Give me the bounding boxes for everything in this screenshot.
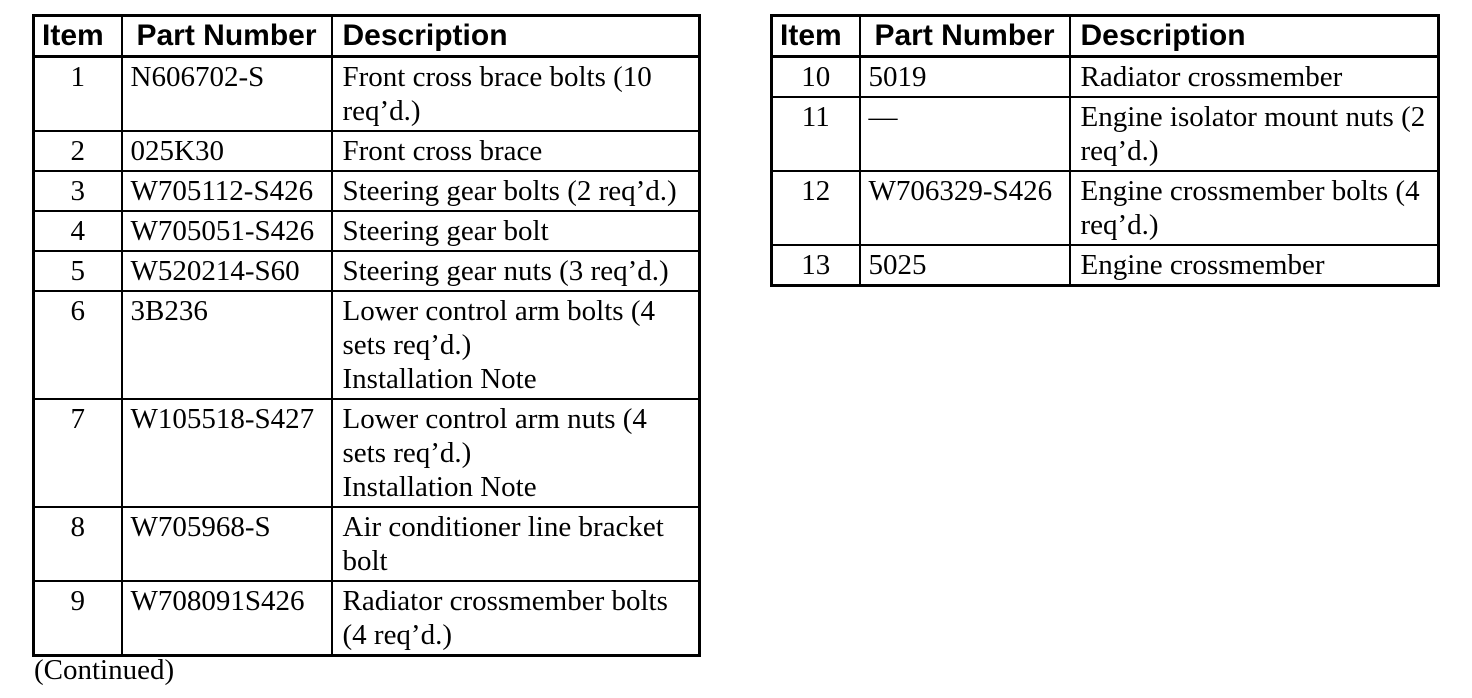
description-cell: Front cross brace bolts (10 req’d.) — [330, 55, 701, 132]
part-number-cell: W520214-S60 — [120, 250, 333, 292]
description-cell: Steering gear bolt — [330, 210, 701, 252]
part-number-cell: W706329-S426 — [858, 170, 1071, 246]
column-header-part-number: Part Number — [858, 14, 1071, 58]
description-cell: Front cross brace — [330, 130, 701, 172]
part-number-cell: 025K30 — [120, 130, 333, 172]
table-row: 5 W520214-S60 Steering gear nuts (3 req’… — [32, 250, 701, 292]
part-number-cell: 5019 — [858, 55, 1071, 98]
item-cell: 10 — [770, 55, 861, 98]
item-cell: 3 — [32, 170, 123, 212]
part-number-cell: 5025 — [858, 244, 1071, 287]
description-cell: Lower control arm bolts (4 sets req’d.) … — [330, 290, 701, 400]
part-number-cell: W705112-S426 — [120, 170, 333, 212]
part-number-cell: 3B236 — [120, 290, 333, 400]
item-cell: 13 — [770, 244, 861, 287]
table-header-row: Item Part Number Description — [32, 14, 701, 58]
part-number-cell: W705051-S426 — [120, 210, 333, 252]
table-row: 12 W706329-S426 Engine crossmember bolts… — [770, 170, 1440, 246]
table-row: 9 W708091S426 Radiator crossmember bolts… — [32, 580, 701, 657]
part-number-cell: W705968-S — [120, 506, 333, 582]
table-row: 4 W705051-S426 Steering gear bolt — [32, 210, 701, 252]
description-cell: Engine crossmember bolts (4 req’d.) — [1068, 170, 1440, 246]
part-number-cell: W708091S426 — [120, 580, 333, 657]
table-row: 2 025K30 Front cross brace — [32, 130, 701, 172]
table-row: 10 5019 Radiator crossmember — [770, 55, 1440, 98]
table-row: 11 — Engine isolator mount nuts (2 req’d… — [770, 96, 1440, 172]
table-header-row: Item Part Number Description — [770, 14, 1440, 58]
item-cell: 8 — [32, 506, 123, 582]
column-header-part-number: Part Number — [120, 14, 333, 58]
column-header-item: Item — [32, 14, 123, 58]
description-cell: Steering gear nuts (3 req’d.) — [330, 250, 701, 292]
item-cell: 11 — [770, 96, 861, 172]
parts-table-right: Item Part Number Description 10 5019 Rad… — [770, 14, 1440, 287]
table-row: 6 3B236 Lower control arm bolts (4 sets … — [32, 290, 701, 400]
item-cell: 5 — [32, 250, 123, 292]
continued-note: (Continued) — [34, 654, 175, 686]
column-header-item: Item — [770, 14, 861, 58]
item-cell: 2 — [32, 130, 123, 172]
item-cell: 12 — [770, 170, 861, 246]
table-row: 8 W705968-S Air conditioner line bracket… — [32, 506, 701, 582]
part-number-cell: N606702-S — [120, 55, 333, 132]
table-row: 1 N606702-S Front cross brace bolts (10 … — [32, 55, 701, 132]
description-cell: Engine isolator mount nuts (2 req’d.) — [1068, 96, 1440, 172]
item-cell: 6 — [32, 290, 123, 400]
item-cell: 1 — [32, 55, 123, 132]
parts-table-left: Item Part Number Description 1 N606702-S… — [32, 14, 701, 657]
description-cell: Radiator crossmember — [1068, 55, 1440, 98]
description-cell: Engine crossmember — [1068, 244, 1440, 287]
item-cell: 4 — [32, 210, 123, 252]
table-row: 13 5025 Engine crossmember — [770, 244, 1440, 287]
item-cell: 7 — [32, 398, 123, 508]
part-number-cell: — — [858, 96, 1071, 172]
part-number-cell: W105518-S427 — [120, 398, 333, 508]
column-header-description: Description — [330, 14, 701, 58]
description-cell: Radiator crossmember bolts (4 req’d.) — [330, 580, 701, 657]
table-row: 3 W705112-S426 Steering gear bolts (2 re… — [32, 170, 701, 212]
table-row: 7 W105518-S427 Lower control arm nuts (4… — [32, 398, 701, 508]
item-cell: 9 — [32, 580, 123, 657]
description-cell: Air conditioner line bracket bolt — [330, 506, 701, 582]
column-header-description: Description — [1068, 14, 1440, 58]
description-cell: Lower control arm nuts (4 sets req’d.) I… — [330, 398, 701, 508]
description-cell: Steering gear bolts (2 req’d.) — [330, 170, 701, 212]
